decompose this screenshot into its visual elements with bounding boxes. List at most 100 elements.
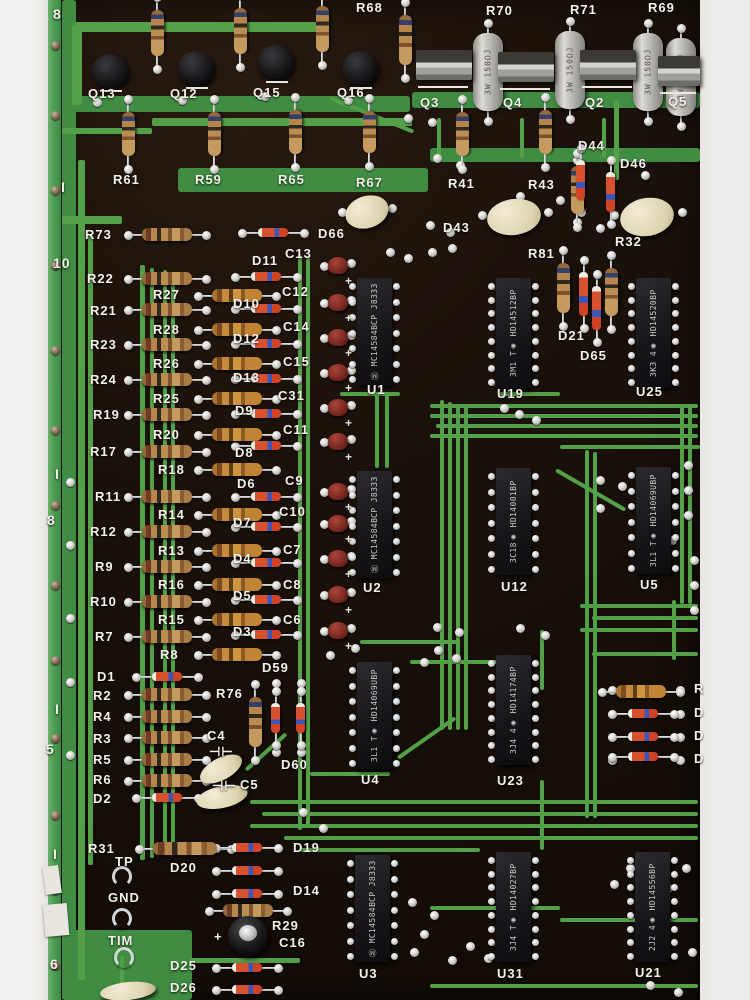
resistor	[212, 508, 262, 521]
trace	[250, 800, 698, 804]
wire-loop	[112, 908, 132, 929]
solder-pad	[124, 563, 133, 572]
solder-pad	[556, 196, 565, 205]
solder-pad	[344, 96, 353, 105]
ic-marking: 3L1 T◉ HD14069UBP	[370, 669, 379, 762]
solder-pad	[238, 229, 247, 238]
solder-pad	[194, 292, 203, 301]
solder-pad	[580, 324, 589, 333]
plus-mark: +	[345, 567, 353, 581]
silkscreen-line	[582, 86, 632, 88]
diode	[232, 843, 262, 852]
trace	[555, 468, 627, 512]
ic-pin	[393, 698, 400, 705]
trace	[310, 772, 390, 776]
ic-pin	[627, 939, 634, 947]
solder-pad	[347, 435, 356, 444]
solder-pad	[231, 375, 240, 384]
trace	[456, 404, 460, 730]
trace	[585, 450, 589, 818]
solder-pad	[124, 633, 133, 642]
ic-pin	[391, 860, 398, 867]
solder-pad	[178, 96, 187, 105]
silkscreen-label: D14	[293, 883, 320, 898]
diode	[251, 304, 281, 313]
ic-pin	[488, 939, 495, 947]
solder-pad	[670, 733, 679, 742]
silkscreen-label: D7	[233, 515, 252, 530]
plus-mark: +	[345, 532, 353, 546]
ic-pin	[532, 379, 539, 386]
wire-loop	[114, 947, 134, 968]
solder-pad	[559, 322, 568, 331]
trace	[614, 100, 619, 180]
solder-pad	[202, 341, 211, 350]
solder-pad	[212, 890, 221, 899]
ic-pin	[488, 898, 495, 906]
solder-pad	[93, 98, 102, 107]
ic-pin	[347, 891, 354, 898]
silkscreen-label: R28	[153, 322, 180, 337]
trace	[672, 600, 676, 660]
solder-pad	[132, 794, 141, 803]
solder-pad	[274, 964, 283, 973]
diode	[258, 228, 288, 237]
edge-mark: I	[55, 701, 60, 717]
silkscreen-label: C10	[279, 504, 306, 519]
trace	[75, 22, 325, 32]
resistor	[212, 463, 262, 476]
silkscreen-label: GND	[108, 890, 140, 905]
solder-pad	[515, 410, 524, 419]
ic-pin	[672, 472, 679, 479]
diode	[251, 409, 281, 418]
silkscreen-label: R3	[93, 731, 112, 746]
solder-pad	[677, 122, 686, 131]
solder-pad	[607, 156, 616, 165]
silkscreen-label: Q15	[253, 85, 281, 100]
solder-pad	[596, 476, 605, 485]
solder-pad	[261, 92, 270, 101]
solder-pad	[194, 431, 203, 440]
silkscreen-label: D3	[233, 624, 252, 639]
ic-pin	[349, 760, 356, 767]
ic-pin	[627, 857, 634, 864]
ic-pin	[488, 566, 495, 573]
ic-pin	[347, 906, 354, 914]
trace	[78, 160, 85, 980]
ic-pin	[349, 667, 356, 674]
trace	[152, 118, 412, 126]
resistor	[557, 263, 570, 313]
trace	[436, 424, 698, 428]
diode	[251, 272, 281, 281]
solder-pad	[386, 248, 395, 257]
solder-pad	[231, 493, 240, 502]
silkscreen-label: D11	[252, 253, 279, 268]
ic-label: U4	[361, 772, 380, 787]
ic-pin	[532, 911, 539, 919]
ic-pin	[532, 742, 539, 750]
trace	[396, 716, 457, 760]
silkscreen-label: ⊣⊢	[212, 778, 237, 793]
ic-pin	[628, 472, 635, 479]
ic-pin	[671, 925, 678, 933]
trace	[262, 812, 698, 816]
ic-pin	[391, 937, 398, 945]
ic-pin	[532, 296, 539, 304]
solder-pad	[274, 986, 283, 995]
trace	[580, 604, 698, 608]
resistor	[212, 357, 262, 370]
solder-pad	[676, 710, 685, 719]
solder-pad	[532, 416, 541, 425]
ic-pin	[532, 660, 539, 667]
ic-pin	[349, 360, 356, 368]
resistor	[249, 697, 262, 747]
ic-pin	[488, 519, 495, 527]
solder-pad	[347, 401, 356, 410]
solder-pad	[677, 24, 686, 33]
trace	[448, 402, 452, 730]
ic-pin	[532, 857, 539, 864]
resistor	[122, 112, 135, 156]
solder-pad	[272, 395, 281, 404]
